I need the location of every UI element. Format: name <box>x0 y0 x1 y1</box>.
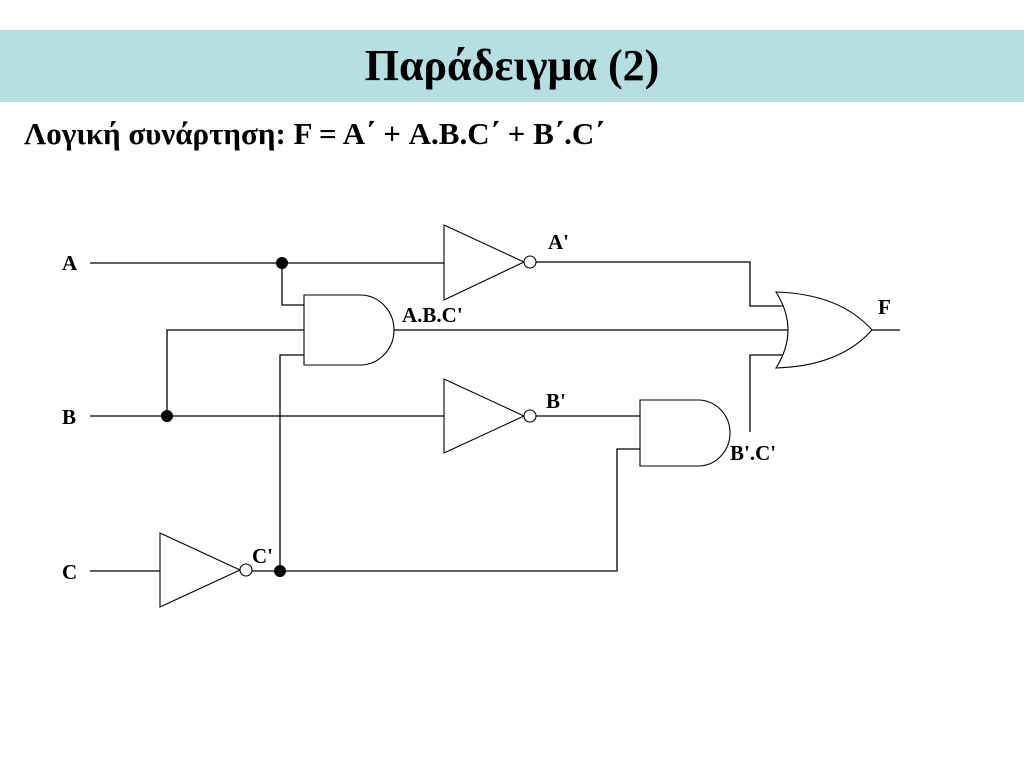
wire-a-not-to-or <box>536 261 790 307</box>
not-gate-c <box>159 532 242 608</box>
not-gate-a <box>443 224 526 301</box>
wire-b-to-and1 <box>166 329 304 416</box>
logic-function: Λογική συνάρτηση: F = A΄ + A.B.C΄ + B΄.C… <box>24 116 605 151</box>
title-bar <box>0 30 1024 102</box>
not-gate-b <box>443 378 526 454</box>
wire-a-to-and1 <box>281 263 304 306</box>
input-label-a: A <box>62 251 78 275</box>
input-label-b: B <box>62 405 76 429</box>
output-label-f: F <box>878 295 891 319</box>
junction-dot-b <box>161 410 173 422</box>
or-gate-f <box>774 291 873 369</box>
signal-label-a-not: A' <box>548 230 569 254</box>
wire-and2-to-or <box>749 354 790 432</box>
input-label-c: C <box>62 560 77 584</box>
wire-c-not-to-and1 <box>279 354 304 571</box>
and-gate-abc <box>303 294 395 366</box>
wire-c-not-output <box>252 448 640 572</box>
slide-title: Παράδειγμα (2) <box>364 41 660 90</box>
signal-label-b-not: B' <box>546 389 566 413</box>
not-gate-c-bubble <box>239 563 253 577</box>
not-gate-b-bubble <box>523 409 537 423</box>
and-gate-bc <box>639 399 731 467</box>
junction-dot-c <box>274 565 286 577</box>
signal-label-c-not: C' <box>252 544 273 568</box>
junction-dot-a <box>276 257 288 269</box>
signal-label-and-abc: A.B.C' <box>402 303 463 327</box>
not-gate-a-bubble <box>523 255 537 269</box>
signal-label-and-bc: B'.C' <box>730 441 776 465</box>
